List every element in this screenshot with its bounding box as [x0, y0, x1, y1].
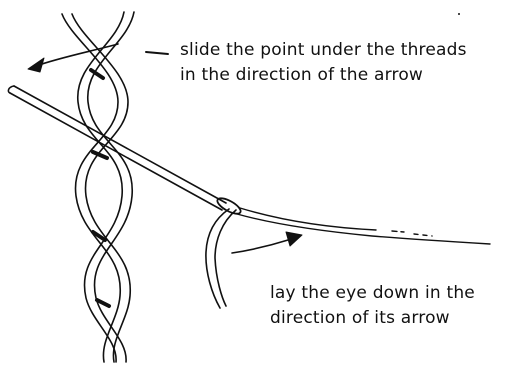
- right-arrow-icon: [232, 240, 288, 253]
- instruction-lay-line2: direction of its arrow: [270, 306, 475, 331]
- needle-eye: [215, 195, 243, 216]
- instruction-slide-point: slide the point under the threads in the…: [180, 38, 467, 88]
- trailing-thread: [237, 208, 490, 244]
- instruction-lay-eye: lay the eye down in the direction of its…: [270, 281, 475, 331]
- thread-loop: [206, 209, 236, 308]
- instruction-slide-line1: slide the point under the threads: [180, 38, 467, 63]
- leader-dash-top: [146, 52, 168, 54]
- speck: [458, 13, 460, 15]
- instruction-slide-line2: in the direction of the arrow: [180, 63, 467, 88]
- twisted-cord-strand-a: [62, 14, 130, 362]
- instruction-lay-line1: lay the eye down in the: [270, 281, 475, 306]
- cord-crossing-marks: [91, 70, 109, 306]
- needle: [8, 86, 242, 217]
- eye-direction-arrow: [232, 232, 302, 253]
- left-arrow-icon: [36, 44, 118, 66]
